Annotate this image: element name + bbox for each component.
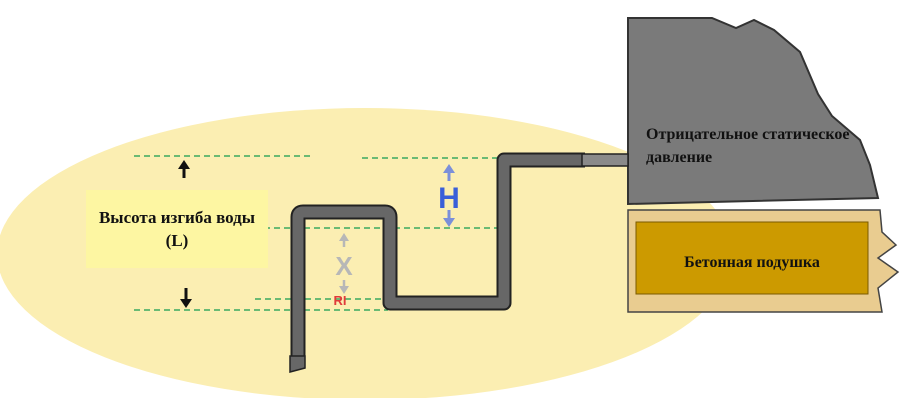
concrete-pad-inner (635, 221, 869, 295)
water-bend-height-label: Высота изгиба воды (L) (86, 190, 268, 268)
background-ellipse (0, 108, 733, 398)
negative-static-pressure-label: Отрицательное статическое давление (646, 126, 850, 166)
h-arrow-up-icon (443, 164, 455, 181)
arrow-up-icon (178, 160, 190, 178)
pipe-body (292, 154, 585, 362)
x-arrow-up-icon (339, 233, 349, 247)
x-letter: X (335, 251, 353, 281)
x-arrow-down-icon (339, 280, 349, 294)
h-letter: H (438, 182, 460, 215)
arrow-down-icon (180, 288, 192, 308)
pipe-connector (581, 153, 629, 167)
pipe-cut-end (289, 355, 306, 373)
ri-letter: RI (334, 293, 347, 308)
wall-shape (627, 17, 880, 206)
concrete-pad-label: Бетонная подушка (684, 254, 820, 271)
h-arrow-down-icon (443, 210, 455, 227)
